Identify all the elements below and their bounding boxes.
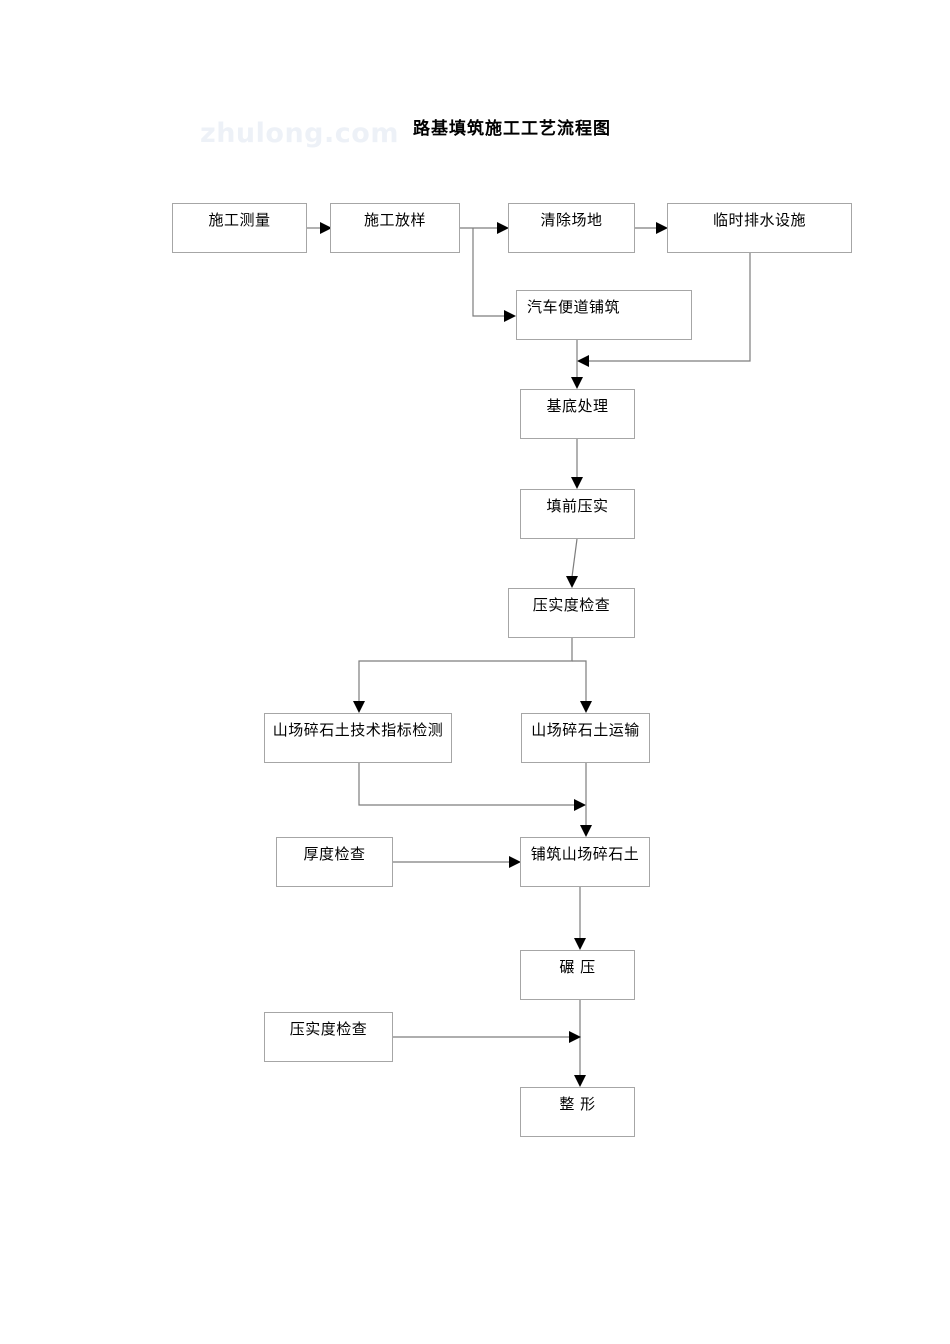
- arrowhead-n13-n15: [574, 1075, 586, 1087]
- edge-n8-n9: [358, 638, 573, 702]
- arrowhead-n8-n9: [353, 701, 365, 713]
- node-houdu-jiancha[interactable]: 厚度检查: [276, 837, 393, 887]
- node-tianqian-yashi[interactable]: 填前压实: [520, 489, 635, 539]
- arrowhead-n9-merge: [574, 799, 586, 811]
- node-shanchang-suishitu-jishu-zhibiao-jiance[interactable]: 山场碎石土技术指标检测: [264, 713, 452, 763]
- arrowhead-n10-n12: [580, 825, 592, 837]
- edge-n2-n5: [472, 228, 505, 317]
- arrowhead-n5-n6: [571, 377, 583, 389]
- node-yashidu-jiancha-bottom[interactable]: 压实度检查: [264, 1012, 393, 1062]
- edge-n9-merge: [358, 763, 575, 806]
- arrowhead-n2-n5: [504, 310, 516, 322]
- watermark-zhulong: zhulong.com: [200, 118, 399, 149]
- node-shigong-fangyang[interactable]: 施工放样: [330, 203, 460, 253]
- arrowhead-n7-n8: [566, 576, 578, 588]
- node-nianya[interactable]: 碾 压: [520, 950, 635, 1000]
- node-qingchu-changdi[interactable]: 清除场地: [508, 203, 635, 253]
- edge-n7-n8: [571, 538, 578, 578]
- arrowhead-n14-trunk: [569, 1031, 581, 1043]
- arrowhead-n4-trunk: [577, 355, 589, 367]
- node-jidi-chuli[interactable]: 基底处理: [520, 389, 635, 439]
- arrowhead-n8-n10: [580, 701, 592, 713]
- node-linshi-paishui-sheshi[interactable]: 临时排水设施: [667, 203, 852, 253]
- node-zhengxing[interactable]: 整 形: [520, 1087, 635, 1137]
- page-title: 路基填筑施工工艺流程图: [413, 119, 611, 139]
- edge-n8-n10: [572, 660, 587, 702]
- arrowhead-n12-n13: [574, 938, 586, 950]
- node-shanchang-suishitu-yunshu[interactable]: 山场碎石土运输: [521, 713, 650, 763]
- node-qiche-biandao-puzhu[interactable]: 汽车便道铺筑: [516, 290, 692, 340]
- node-yashidu-jiancha-top[interactable]: 压实度检查: [508, 588, 635, 638]
- node-puzhu-shanchang-suishitu[interactable]: 铺筑山场碎石土: [520, 837, 650, 887]
- node-shigong-celiang[interactable]: 施工测量: [172, 203, 307, 253]
- arrowhead-n6-n7: [571, 477, 583, 489]
